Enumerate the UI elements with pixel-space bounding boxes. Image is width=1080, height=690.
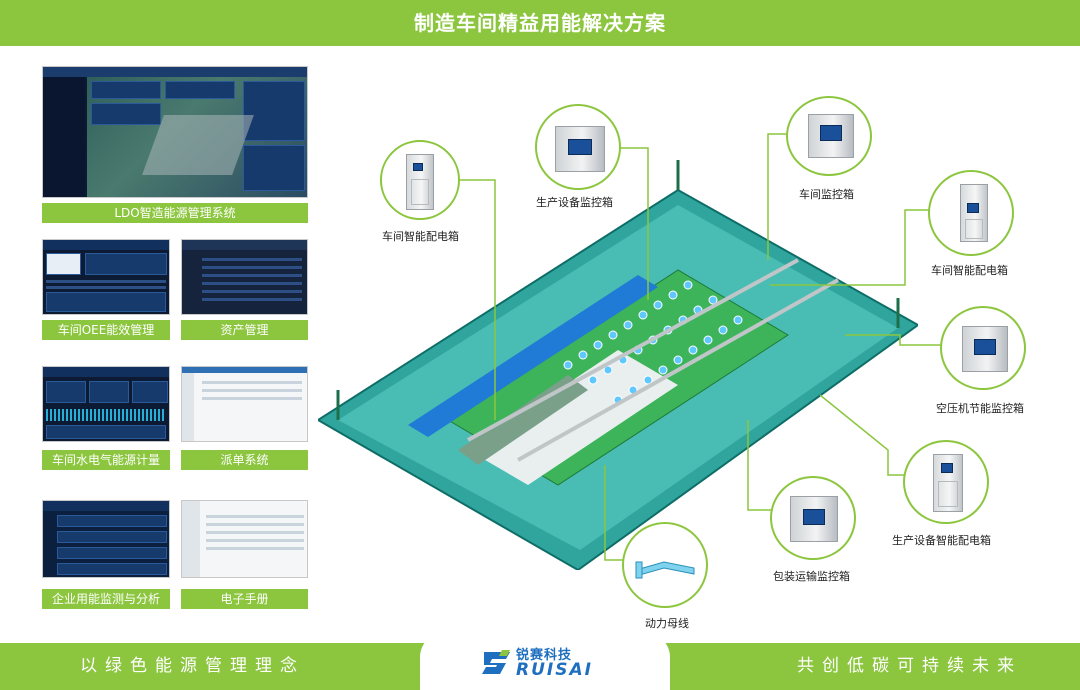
asset-screenshot <box>181 239 308 315</box>
manual-button[interactable]: 电子手册 <box>181 589 308 609</box>
footer-right-slogan: 共创低碳可持续未来 <box>797 656 1022 676</box>
busbar-icon <box>635 561 695 579</box>
callout-label-8: 动力母线 <box>645 617 689 630</box>
workshop-monitor-callout[interactable] <box>786 96 872 176</box>
dispatch-screenshot <box>181 366 308 442</box>
distribution-box-callout-1[interactable] <box>380 140 460 220</box>
footer-bar: 以绿色能源管理理念 共创低碳可持续未来 <box>0 633 1080 690</box>
sensor-dots <box>563 280 743 405</box>
callout-label-2: 生产设备监控箱 <box>536 196 613 209</box>
logo-en-text: RUISAI <box>516 660 593 680</box>
distribution-box-callout-2[interactable] <box>928 170 1014 256</box>
equipment-monitor-callout[interactable] <box>535 104 621 190</box>
footer-left-slogan: 以绿色能源管理理念 <box>80 656 305 676</box>
logo-cn-text: 锐赛科技 <box>516 648 573 663</box>
header-bar: 制造车间精益用能解决方案 <box>0 0 1080 46</box>
ldo-screenshot <box>42 66 308 198</box>
monitor-screenshot <box>42 500 170 578</box>
oee-button[interactable]: 车间OEE能效管理 <box>42 320 170 340</box>
oee-screenshot <box>42 239 170 315</box>
ruisai-logo: 锐赛科技 RUISAI <box>480 644 620 684</box>
ruisai-logo-icon <box>482 650 510 674</box>
asset-button[interactable]: 资产管理 <box>181 320 308 340</box>
logo-plate <box>420 633 670 690</box>
power-busbar-callout[interactable] <box>622 522 708 608</box>
meter-screenshot <box>42 366 170 442</box>
callout-label-3: 车间监控箱 <box>799 188 854 201</box>
dispatch-button[interactable]: 派单系统 <box>181 450 308 470</box>
monitor-button[interactable]: 企业用能监测与分析 <box>42 589 170 609</box>
callout-label-7: 包装运输监控箱 <box>773 570 850 583</box>
callout-label-5: 空压机节能监控箱 <box>936 402 1024 415</box>
packaging-monitor-callout[interactable] <box>770 476 856 560</box>
air-compressor-callout[interactable] <box>940 306 1026 390</box>
meter-button[interactable]: 车间水电气能源计量 <box>42 450 170 470</box>
callout-label-6: 生产设备智能配电箱 <box>892 534 991 547</box>
manual-screenshot <box>181 500 308 578</box>
equipment-distribution-callout[interactable] <box>903 440 989 524</box>
ldo-button[interactable]: LDO智造能源管理系统 <box>42 203 308 223</box>
page-title: 制造车间精益用能解决方案 <box>414 11 666 35</box>
callout-label-4: 车间智能配电箱 <box>931 264 1008 277</box>
callout-label-1: 车间智能配电箱 <box>382 230 459 243</box>
